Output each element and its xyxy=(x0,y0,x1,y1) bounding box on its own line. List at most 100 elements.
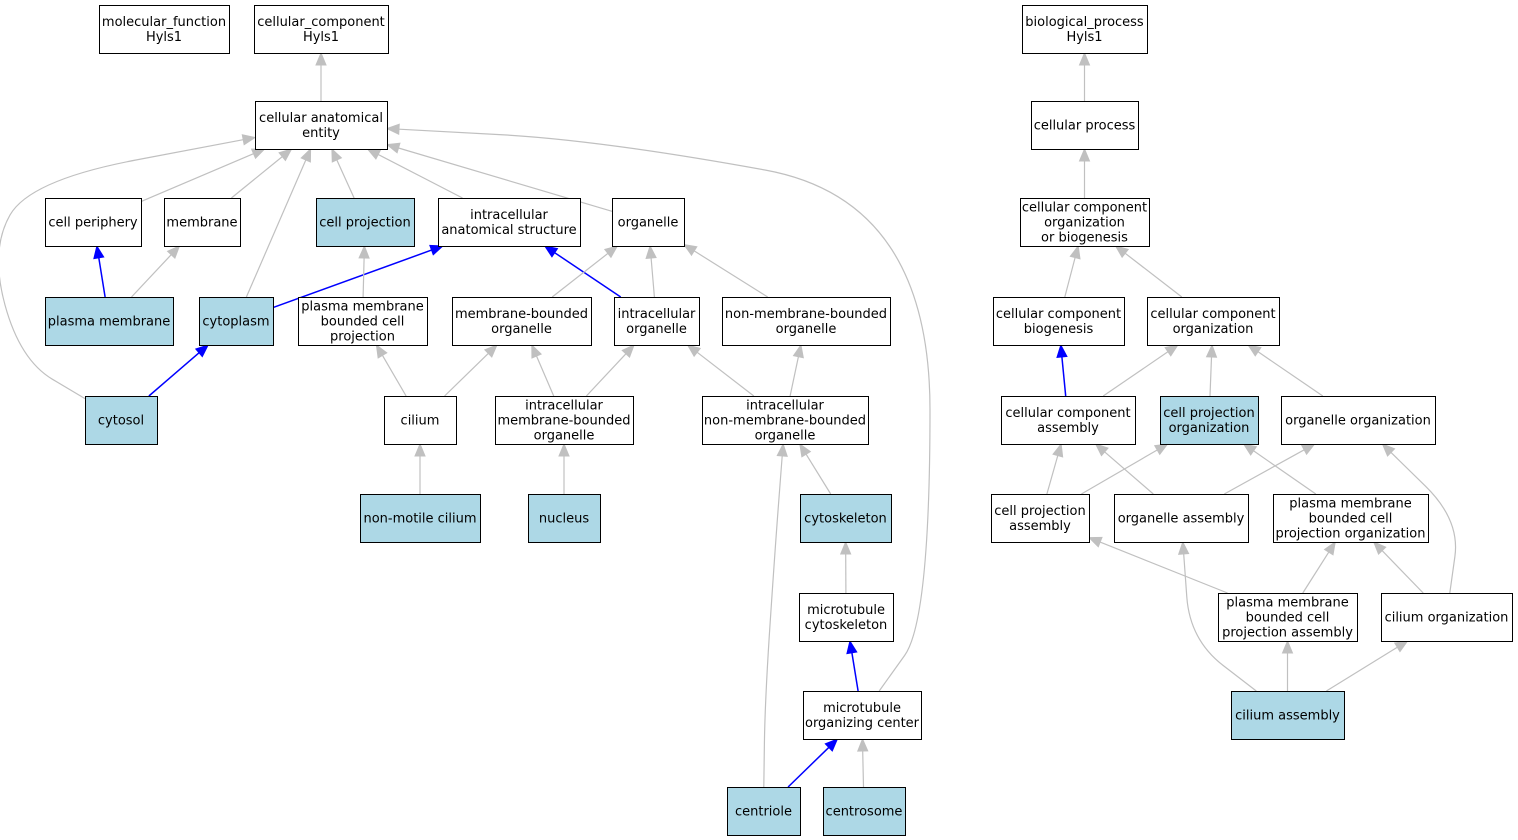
arrowhead-icon xyxy=(166,245,181,260)
edge-cpa-to-cpo xyxy=(1081,443,1169,495)
node-cellproc[interactable]: cellular process xyxy=(1031,101,1139,150)
edge-oo-to-cco xyxy=(1247,344,1324,397)
node-label: cilium organization xyxy=(1385,611,1509,626)
edge-cyto-to-cae xyxy=(245,147,312,298)
edge-line xyxy=(336,159,355,199)
edge-line xyxy=(1253,450,1317,495)
node-centriole[interactable]: centriole xyxy=(727,787,801,836)
edge-line xyxy=(1224,449,1305,495)
arrowhead-icon xyxy=(792,343,804,359)
node-oo[interactable]: organelle organization xyxy=(1281,396,1436,445)
node-box xyxy=(255,101,388,150)
node-box xyxy=(1001,396,1136,445)
edge-line xyxy=(1099,541,1228,594)
node-box xyxy=(800,494,892,543)
edge-cp-to-cae xyxy=(140,148,266,203)
arrowhead-icon xyxy=(250,148,266,160)
arrowhead-icon xyxy=(1087,536,1103,548)
node-label: centriole xyxy=(735,805,792,820)
node-cyto[interactable]: cytoplasm xyxy=(199,297,274,346)
arrowhead-icon xyxy=(375,343,388,359)
node-oa[interactable]: organelle assembly xyxy=(1114,494,1249,543)
edge-line xyxy=(1183,553,1257,692)
edge-line xyxy=(763,455,783,788)
edge-mtcs-to-cytoskel xyxy=(839,540,852,594)
node-label: plasma membrane xyxy=(1226,596,1349,611)
arrowhead-icon xyxy=(1078,147,1091,162)
edge-cilorg-to-oo xyxy=(1381,443,1457,594)
node-mem[interactable]: membrane xyxy=(164,198,241,247)
edge-pmbcp-to-cproj xyxy=(358,244,370,298)
edge-line xyxy=(1302,551,1330,594)
node-inmbo[interactable]: intracellularnon-membrane-boundedorganel… xyxy=(702,396,869,445)
node-cilorg[interactable]: cilium organization xyxy=(1381,593,1513,642)
node-cytosol[interactable]: cytosol xyxy=(85,396,158,445)
arrowhead-icon xyxy=(93,244,105,260)
edge-ias-to-cae xyxy=(366,148,463,199)
node-pm[interactable]: plasma membrane xyxy=(45,297,174,346)
node-org[interactable]: organelle xyxy=(612,198,685,247)
node-nmc[interactable]: non-motile cilium xyxy=(360,494,481,543)
node-cilium[interactable]: cilium xyxy=(384,396,457,445)
node-cproj[interactable]: cell projection xyxy=(316,198,415,247)
arrowhead-icon xyxy=(1056,343,1068,358)
arrowhead-icon xyxy=(1242,443,1258,456)
arrowhead-icon xyxy=(241,134,257,146)
edge-line xyxy=(98,257,106,298)
edge-line xyxy=(551,252,609,298)
node-centrosome[interactable]: centrosome xyxy=(823,787,906,836)
arrowhead-icon xyxy=(603,245,619,259)
node-label: organelle xyxy=(776,322,837,337)
arrowhead-icon xyxy=(331,147,343,163)
node-box xyxy=(1281,396,1436,445)
edge-ccob-to-cellproc xyxy=(1078,147,1091,198)
arrowhead-icon xyxy=(1094,443,1109,457)
node-label: cytosol xyxy=(98,414,144,429)
node-label: organelle xyxy=(755,429,816,444)
node-box xyxy=(727,787,801,836)
edge-line xyxy=(1081,449,1158,495)
node-label: Hyls1 xyxy=(146,30,182,45)
edge-cco-to-ccob xyxy=(1114,245,1183,298)
node-label: assembly xyxy=(1009,519,1071,534)
edge-cilium-to-mbo xyxy=(444,344,498,397)
edge-cca-to-ccb xyxy=(1056,343,1068,397)
arrowhead-icon xyxy=(385,123,400,135)
edge-line xyxy=(1064,257,1076,298)
edge-line xyxy=(362,257,365,298)
node-cp[interactable]: cell periphery xyxy=(45,198,142,247)
node-label: membrane-bounded xyxy=(497,414,630,429)
arrowhead-icon xyxy=(278,148,293,162)
edge-line xyxy=(585,353,627,397)
arrowhead-icon xyxy=(366,148,382,160)
node-nucleus[interactable]: nucleus xyxy=(528,494,601,543)
edge-nmbo-to-org xyxy=(682,243,769,298)
arrowhead-icon xyxy=(1153,443,1169,456)
arrowhead-icon xyxy=(1078,51,1091,66)
node-label: cellular anatomical xyxy=(259,111,383,126)
node-cytoskel[interactable]: cytoskeleton xyxy=(800,494,892,543)
edge-line xyxy=(0,139,244,400)
node-cilasm[interactable]: cilium assembly xyxy=(1231,691,1345,740)
